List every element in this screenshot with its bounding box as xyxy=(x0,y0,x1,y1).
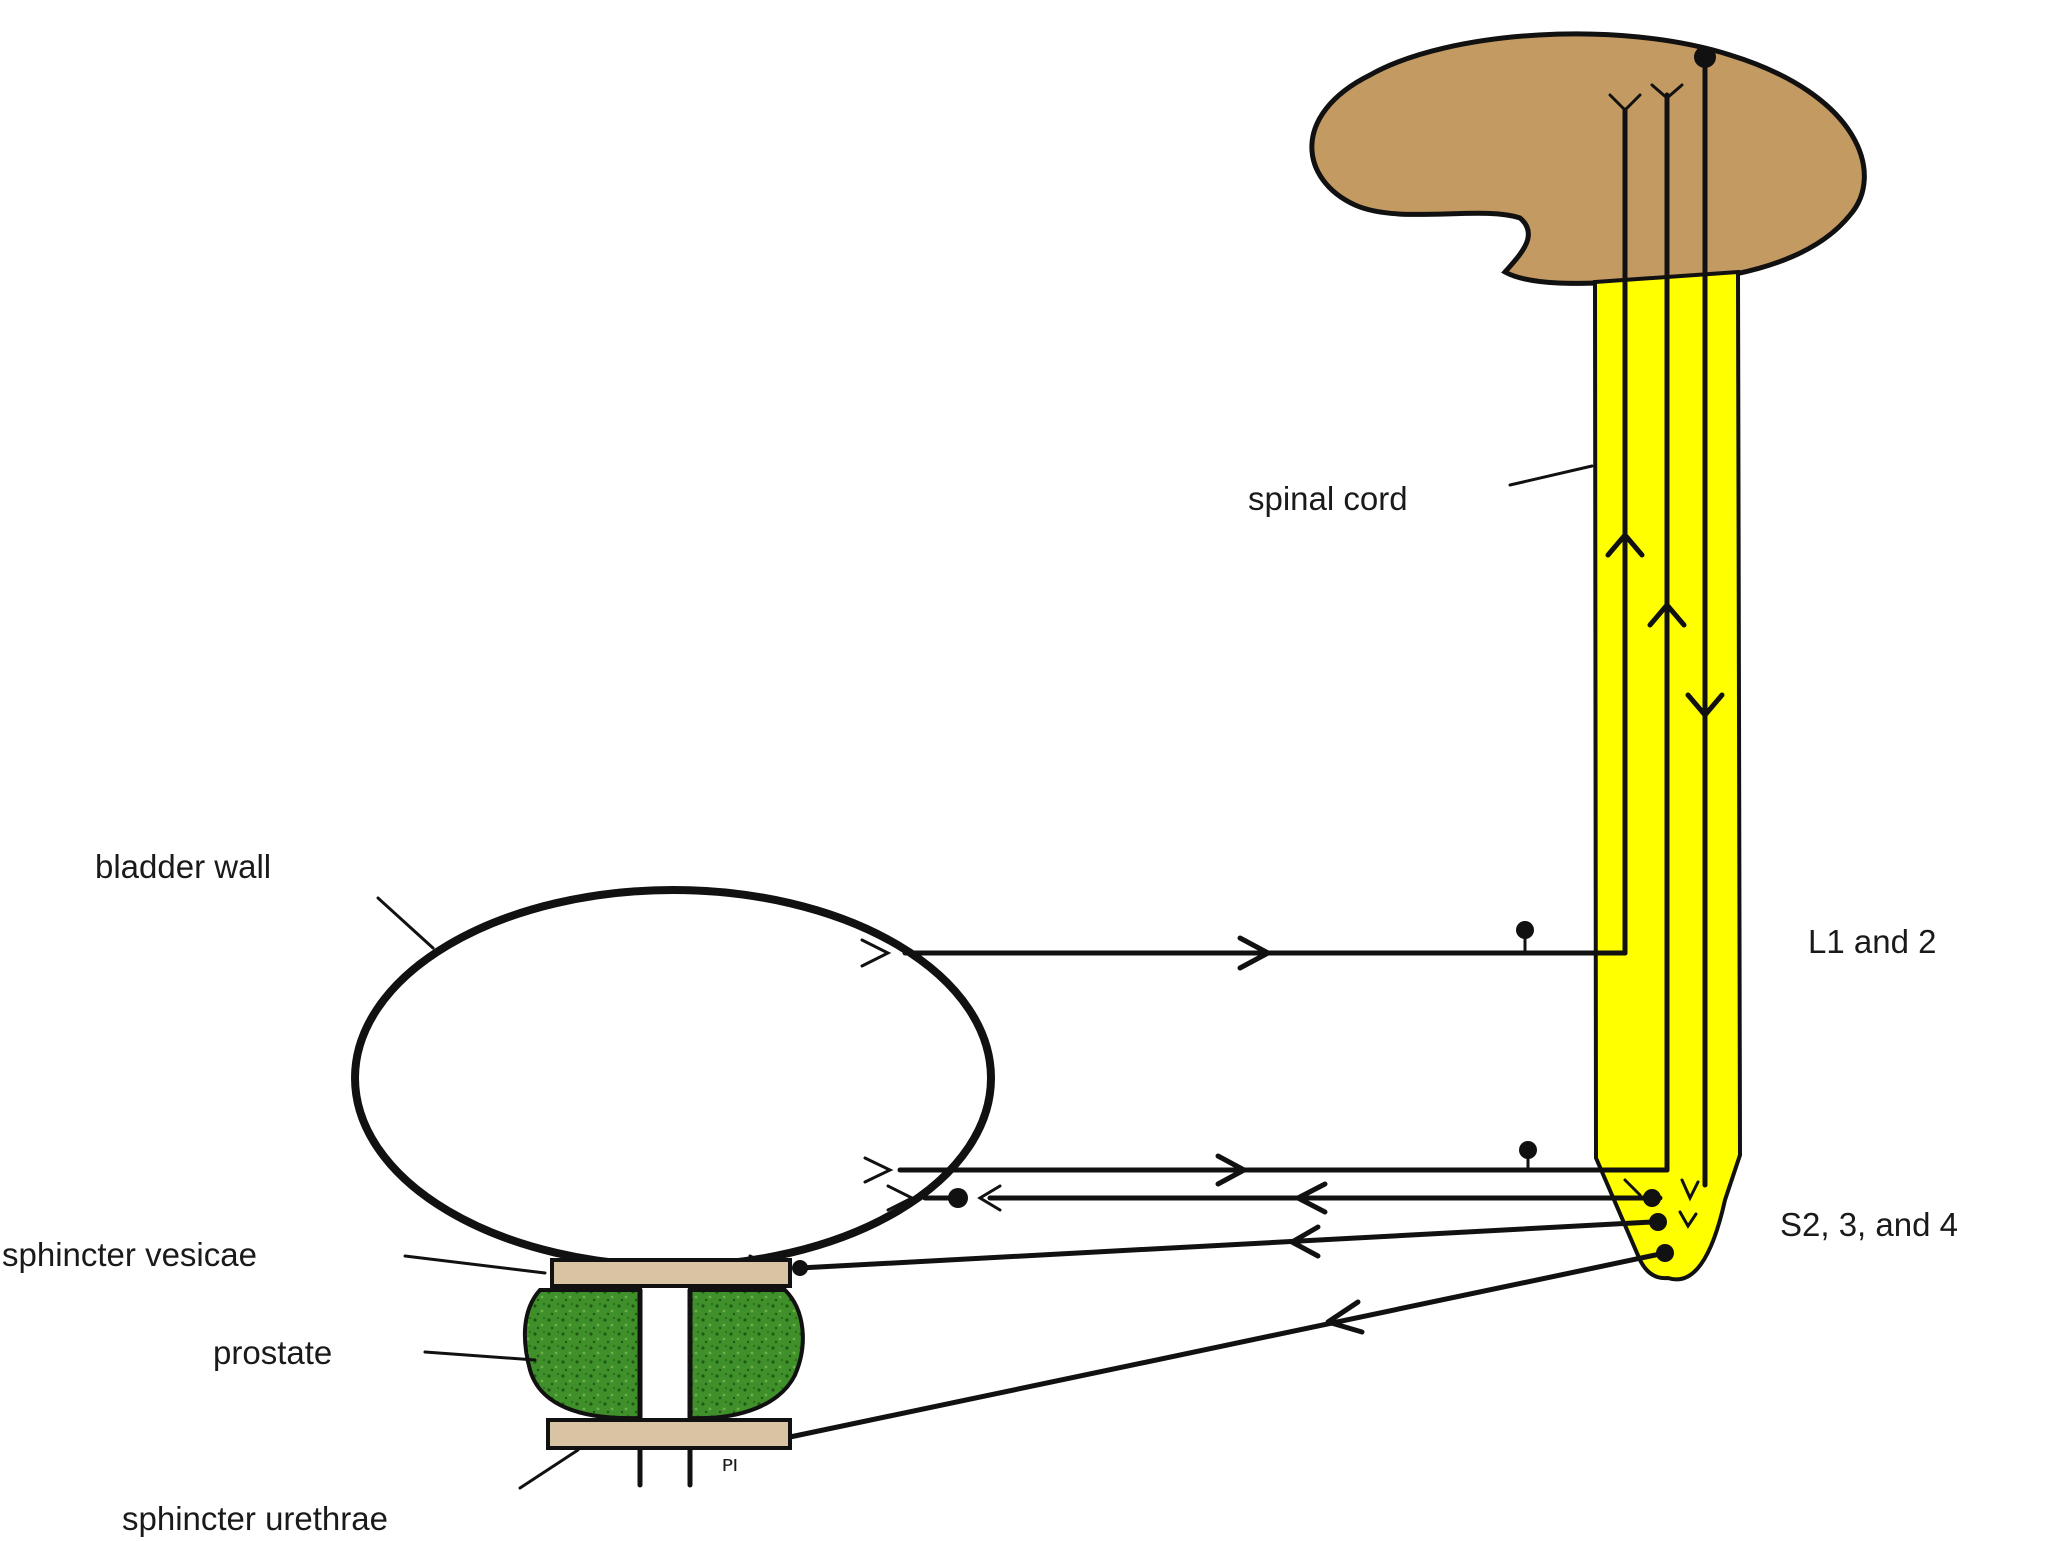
synapse-fork-1 xyxy=(1608,93,1642,113)
l1-sensory-arrow xyxy=(1237,935,1271,971)
bladder-wall-shape xyxy=(351,886,995,1270)
sacral-ganglion xyxy=(1519,1141,1537,1159)
vesicae-arrow xyxy=(1289,1224,1321,1259)
l1-receptor-ending xyxy=(860,938,892,968)
sacral-neuron-2 xyxy=(1649,1213,1667,1231)
prostate-left-lobe xyxy=(522,1288,642,1421)
label-s2-3-and-4: S2, 3, and 4 xyxy=(1780,1206,1958,1243)
sphincter-urethrae-leader xyxy=(518,1448,580,1490)
parasympathetic-arrow xyxy=(1295,1181,1328,1215)
label-prostate: prostate xyxy=(213,1334,333,1371)
l1-ganglion xyxy=(1516,921,1534,939)
upper-motor-neuron-body xyxy=(1694,46,1716,68)
sacral-receptor-ending xyxy=(863,1156,894,1184)
sacral-sensory-arrow xyxy=(1215,1153,1247,1187)
label-spinal-cord: spinal cord xyxy=(1248,480,1408,517)
sacral-neuron-3 xyxy=(1656,1244,1674,1262)
sacral-synapse-3 xyxy=(1678,1210,1698,1229)
sacral-synapse-2 xyxy=(1680,1178,1700,1202)
sacral-neuron-1 xyxy=(1643,1189,1661,1207)
prostate-leader xyxy=(423,1350,537,1362)
label-bladder-wall: bladder wall xyxy=(95,848,272,885)
spinal-cord-leader xyxy=(1508,464,1594,487)
urethrae-motor-nerve xyxy=(787,1250,1668,1440)
sphincter-vesicae-shape xyxy=(550,1258,792,1288)
descending-arrow xyxy=(1685,692,1725,718)
corner-mark: ы xyxy=(722,1454,738,1479)
urethrae-arrow xyxy=(1325,1299,1365,1335)
label-sphincter-urethrae: sphincter urethrae xyxy=(122,1500,388,1537)
postganglionic-ending xyxy=(886,1184,916,1212)
brain-shape xyxy=(1309,31,1867,286)
sphincter-urethrae-shape xyxy=(546,1418,792,1450)
label-l1-and-2: L1 and 2 xyxy=(1808,923,1937,960)
sacral-synapse-1 xyxy=(1623,1178,1642,1197)
parasympathetic-synapse-1 xyxy=(977,1184,1002,1212)
prostate-right-lobe xyxy=(688,1288,805,1421)
sphincter-vesicae-leader xyxy=(403,1254,547,1275)
label-sphincter-vesicae: sphincter vesicae xyxy=(2,1236,257,1273)
vesicae-terminal xyxy=(792,1260,808,1276)
vesicae-motor-nerve xyxy=(797,1219,1655,1271)
ascending-arrow-1 xyxy=(1605,532,1645,558)
ascending-arrow-2 xyxy=(1647,602,1687,628)
synapse-fork-2 xyxy=(1650,83,1684,100)
bladder-wall-leader xyxy=(376,896,435,950)
